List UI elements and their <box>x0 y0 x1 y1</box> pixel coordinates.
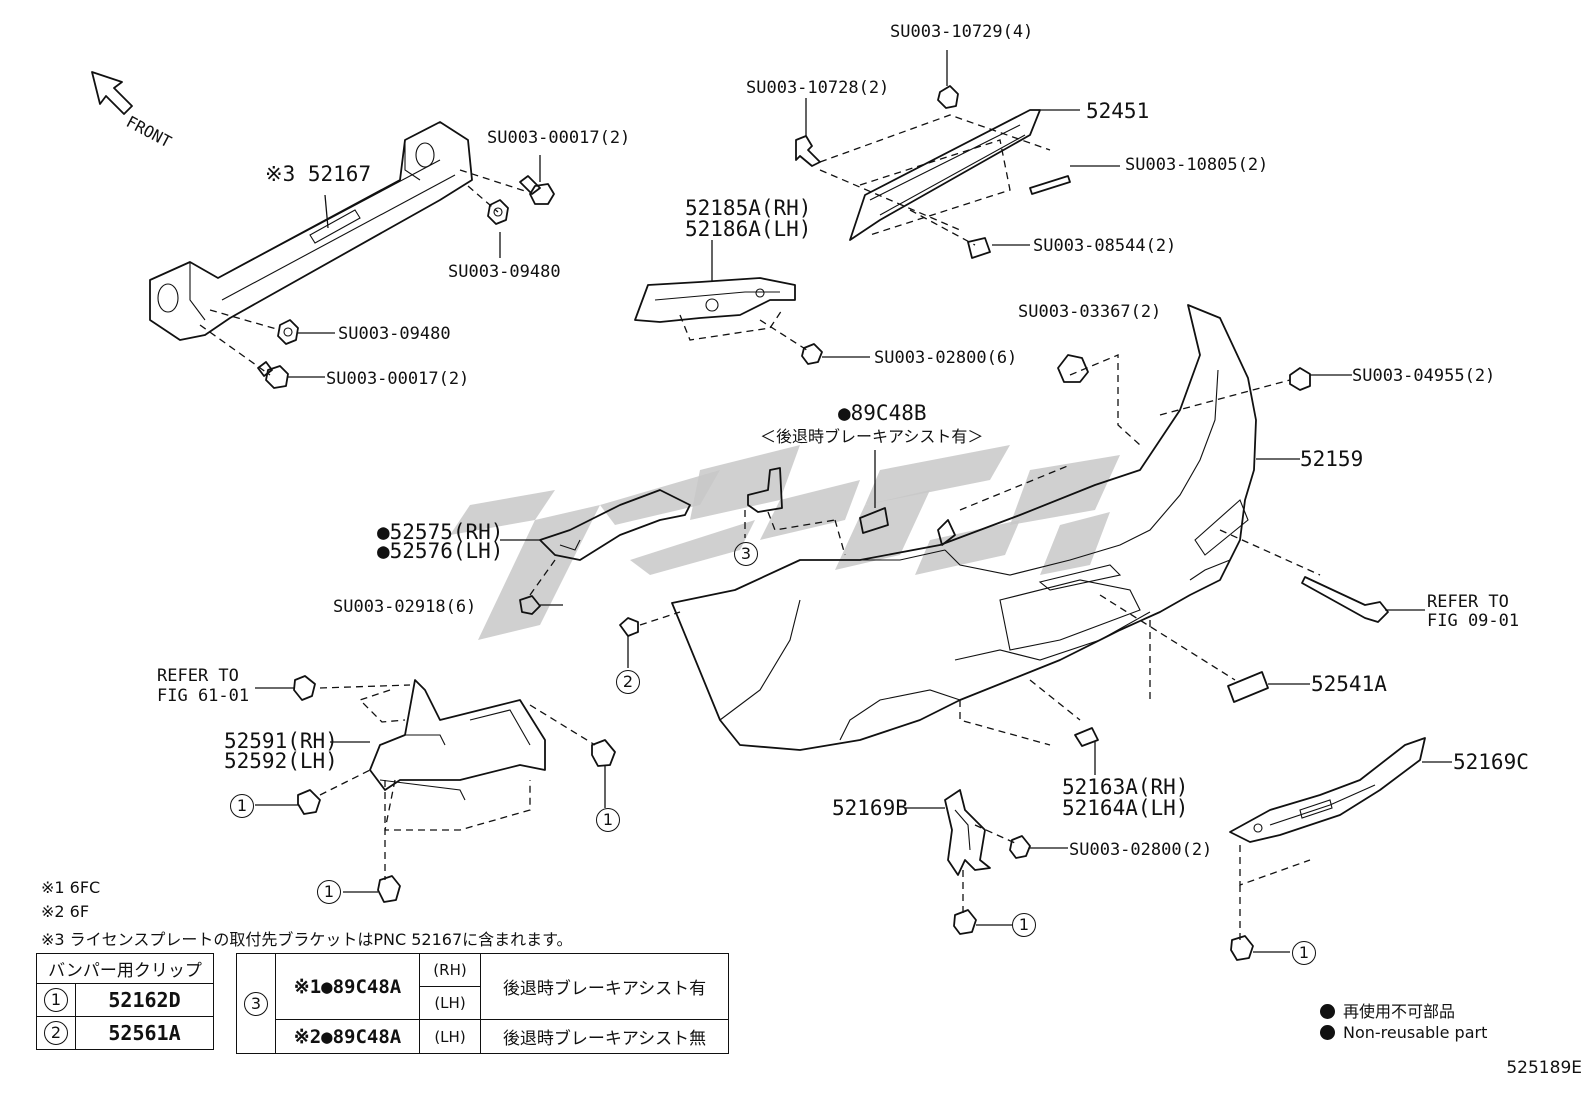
label-52186a: 52186A(LH) <box>685 217 812 241</box>
rod-icon <box>1301 576 1389 623</box>
callout-1-52169b: 1 <box>1012 913 1036 937</box>
label-su003-09480-mid: SU003-09480 <box>338 324 451 344</box>
legend-en-text: Non-reusable part <box>1343 1023 1488 1042</box>
clip-table-header: バンパー用クリップ <box>36 953 214 984</box>
note-2: ※2 6F <box>41 902 90 921</box>
bullet-icon <box>1320 1004 1335 1019</box>
label-refer-fig-61-01-line2: FIG 61-01 <box>157 686 250 706</box>
bumper-clip-table: バンパー用クリップ 1 52162D 2 52561A <box>36 953 214 1050</box>
legend-non-reusable-jp: 再使用不可部品 <box>1320 998 1455 1022</box>
label-52576: ●52576(LH) <box>377 539 504 563</box>
watermark-logo <box>450 445 1120 640</box>
clip-table-key-2: 2 <box>44 1021 68 1045</box>
label-su003-04955: SU003-04955(2) <box>1352 366 1496 386</box>
legend-jp-text: 再使用不可部品 <box>1343 1002 1456 1021</box>
clip-table-part-2: 52561A <box>75 1016 214 1050</box>
label-brake-assist-note: ＜後退時ブレーキアシスト有＞ <box>760 427 984 446</box>
part-52169b-bracket <box>905 789 1068 935</box>
label-52169b: 52169B <box>832 796 908 820</box>
part-89c48a-bracket <box>744 467 846 556</box>
clip-table-key-1: 1 <box>44 988 68 1012</box>
note-3: ※3 ライセンスプレートの取付先ブラケットはPNC 52167に含まれます。 <box>41 930 573 949</box>
part-52541a-reflector <box>1227 671 1310 703</box>
part-52591-shield <box>255 675 616 903</box>
note-1: ※1 6FC <box>41 878 101 897</box>
label-52164a: 52164A(LH) <box>1062 796 1189 820</box>
part-52167-reinforcement <box>149 121 529 376</box>
assist-table-lh-row1: (LH) <box>419 986 481 1020</box>
label-52575: ●52575(RH) <box>377 520 504 544</box>
brake-assist-table: 3 ※1●89C48A (RH) 後退時ブレーキアシスト有 (LH) ※2●89… <box>236 953 729 1054</box>
label-su003-10729: SU003-10729(4) <box>890 22 1034 42</box>
assist-table-key-cell: 3 <box>236 953 276 1054</box>
assist-table-with-assist: 後退時ブレーキアシスト有 <box>480 953 729 1020</box>
label-52167: ※3 52167 <box>265 162 372 186</box>
label-52163a: 52163A(RH) <box>1062 775 1189 799</box>
clip-table-key-cell: 1 <box>36 983 76 1017</box>
label-su003-03367: SU003-03367(2) <box>1018 302 1162 322</box>
assist-table-lh-row2: (LH) <box>419 1019 481 1054</box>
label-52169c: 52169C <box>1453 750 1529 774</box>
label-52159: 52159 <box>1300 447 1364 471</box>
label-su003-02800-6: SU003-02800(6) <box>874 348 1018 368</box>
callout-1-shield-left: 1 <box>230 794 254 818</box>
part-52575-bracket <box>500 489 691 615</box>
legend-non-reusable-en: Non-reusable part <box>1320 1023 1487 1042</box>
assist-table-part-row1: ※1●89C48A <box>275 953 420 1020</box>
label-su003-02800-2: SU003-02800(2) <box>1069 840 1213 860</box>
bullet-icon <box>1320 1025 1335 1040</box>
label-su003-10728: SU003-10728(2) <box>746 78 890 98</box>
label-refer-fig-09-01-line1: REFER TO <box>1427 592 1509 612</box>
label-52591: 52591(RH) <box>224 729 338 753</box>
part-52185a-retainer <box>634 240 870 365</box>
label-su003-02918: SU003-02918(6) <box>333 597 477 617</box>
diagram-id: 525189E <box>1506 1058 1582 1078</box>
callout-2-clip: 2 <box>616 670 640 694</box>
label-52541a: 52541A <box>1311 672 1387 696</box>
assist-table-part-row2: ※2●89C48A <box>275 1019 420 1054</box>
fastener-icons-bumper <box>619 354 1425 668</box>
label-refer-fig-61-01-line1: REFER TO <box>157 666 239 686</box>
label-52185a: 52185A(RH) <box>685 196 812 220</box>
fastener-icons-52167 <box>257 155 555 389</box>
callout-1-shield-right: 1 <box>596 808 620 832</box>
callout-3-sensor: 3 <box>734 542 758 566</box>
label-su003-00017-top: SU003-00017(2) <box>487 128 631 148</box>
leader-lines-bumper <box>639 354 1321 746</box>
callout-1-shield-bottom: 1 <box>317 880 341 904</box>
part-52159-bumper-cover <box>671 304 1257 751</box>
label-refer-fig-09-01-line2: FIG 09-01 <box>1427 611 1520 631</box>
front-arrow-icon <box>91 71 133 115</box>
clip-table-key-cell: 2 <box>36 1016 76 1050</box>
label-su003-09480-top: SU003-09480 <box>448 262 561 282</box>
part-52163a-cap <box>1074 727 1099 775</box>
label-89c48b: ●89C48B <box>838 401 927 425</box>
callout-1-52169c: 1 <box>1292 941 1316 965</box>
label-su003-10805: SU003-10805(2) <box>1125 155 1269 175</box>
part-52451-bracket <box>795 50 1120 259</box>
part-89c48b-bracket <box>859 450 956 546</box>
assist-table-without-assist: 後退時ブレーキアシスト無 <box>480 1019 729 1054</box>
clip-table-part-1: 52162D <box>75 983 214 1017</box>
label-su003-08544: SU003-08544(2) <box>1033 236 1177 256</box>
label-52451: 52451 <box>1086 99 1150 123</box>
label-su003-00017-bottom: SU003-00017(2) <box>326 369 470 389</box>
assist-table-key-3: 3 <box>244 991 268 1016</box>
label-52592: 52592(LH) <box>224 749 338 773</box>
part-52169c-bracket <box>1229 737 1452 961</box>
assist-table-rh: (RH) <box>419 953 481 987</box>
